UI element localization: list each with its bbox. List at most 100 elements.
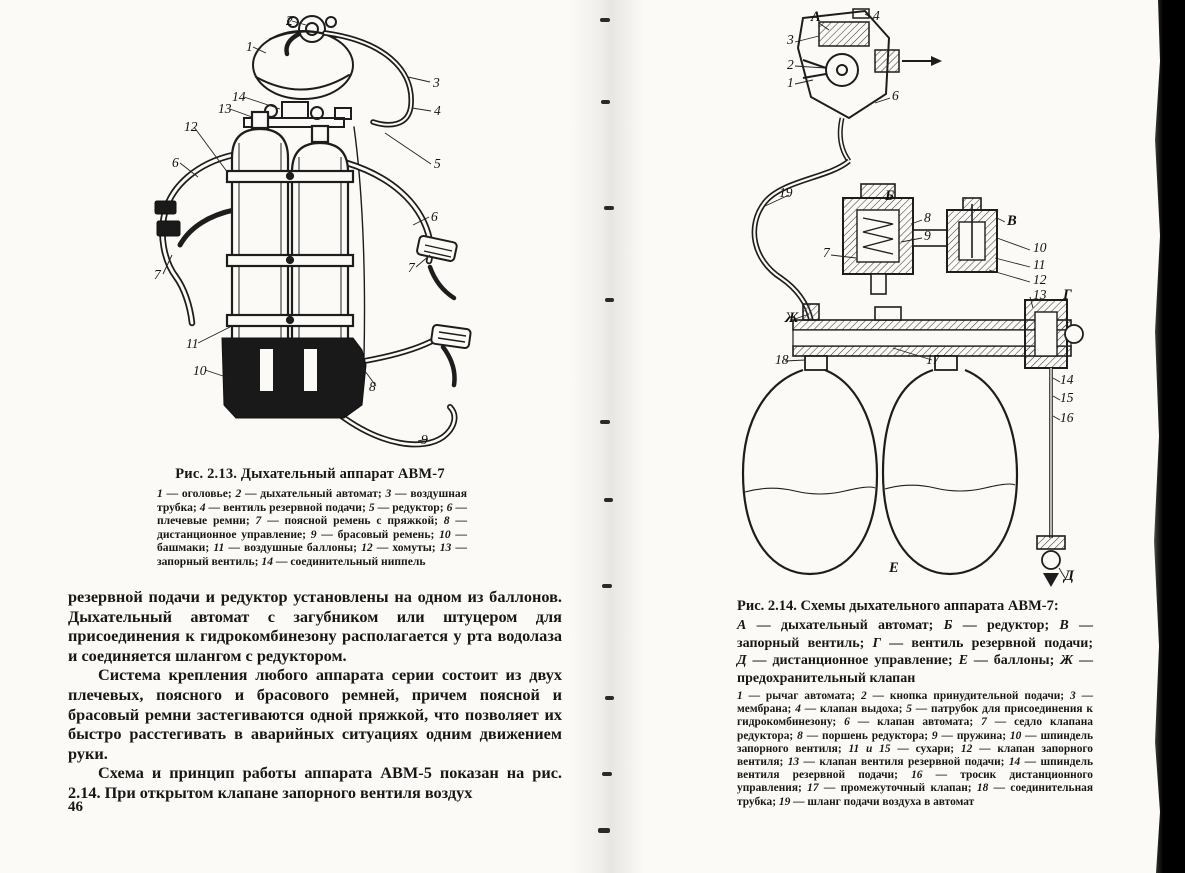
shutoff-valve-block bbox=[912, 197, 998, 273]
figure-callout: 17 bbox=[926, 352, 941, 367]
legend-key: 13 bbox=[439, 541, 452, 555]
figure-callout: 14 bbox=[1060, 372, 1074, 387]
legend-key: 12 bbox=[960, 742, 973, 755]
figure-callout: 15 bbox=[1060, 390, 1074, 405]
legend-key: 12 bbox=[361, 541, 373, 555]
figure-callout: 1 bbox=[246, 39, 253, 54]
legend-key: 4 bbox=[199, 500, 206, 514]
figure-callout: 6 bbox=[431, 209, 438, 224]
legend-key: 13 bbox=[787, 756, 800, 769]
figure-callout: 12 bbox=[184, 119, 198, 134]
figure-callout: 9 bbox=[924, 228, 931, 243]
legend-key: Е bbox=[958, 653, 968, 668]
figure-2-14-letter-legend: А — дыхательный автомат; Б — редуктор; В… bbox=[737, 618, 1094, 686]
legend-key: 11 и 15 bbox=[848, 742, 891, 755]
figure-callout: 13 bbox=[1033, 287, 1047, 302]
page-number: 46 bbox=[68, 799, 83, 815]
gutter-mark bbox=[604, 206, 614, 210]
legend-key: 9 bbox=[310, 527, 317, 541]
legend-key: 2 bbox=[861, 690, 867, 702]
figure-callout: 7 bbox=[823, 245, 831, 260]
legend-key: 10 bbox=[1009, 729, 1022, 742]
legend-key: Б bbox=[943, 618, 953, 633]
figure-callout: 3 bbox=[786, 32, 794, 47]
legend-key: 10 bbox=[439, 527, 451, 541]
gutter-mark bbox=[605, 298, 614, 302]
legend-key: Г bbox=[872, 635, 881, 651]
figure-callout: 16 bbox=[1060, 410, 1074, 425]
legend-key: 17 bbox=[807, 782, 819, 795]
figure-callout: 14 bbox=[232, 89, 246, 104]
figure-callout: 10 bbox=[1033, 240, 1047, 255]
figure-callouts: 2 1 3 14 4 13 12 6 5 6 7 7 11 10 8 9 bbox=[154, 13, 441, 447]
scan-edge-strip bbox=[1154, 0, 1185, 873]
figure-callout: 4 bbox=[434, 103, 441, 118]
legend-key: 4 bbox=[795, 703, 801, 716]
figure-callout: 10 bbox=[193, 363, 207, 378]
callout-leader-lines bbox=[162, 20, 432, 442]
legend-key: 8 bbox=[797, 729, 803, 742]
legend-key: 6 bbox=[844, 716, 850, 729]
figure-callouts: А 4 3 2 1 6 19 Б 8 9 В 7 10 11 12 13 Г Ж… bbox=[775, 8, 1075, 584]
legend-key: 14 bbox=[1008, 756, 1021, 769]
figure-2-14-caption: Рис. 2.14. Схемы дыхательного аппарата А… bbox=[737, 598, 1059, 614]
figure-callout: 8 bbox=[369, 379, 376, 394]
strap-buckles bbox=[154, 200, 472, 350]
legend-key: 3 bbox=[1070, 690, 1076, 702]
figure-callout: 5 bbox=[434, 156, 441, 171]
legend-key: 5 bbox=[368, 500, 375, 514]
legend-key: 6 bbox=[446, 500, 453, 514]
figure-callout: Д bbox=[1062, 568, 1075, 584]
breathing-automat-section bbox=[751, 8, 942, 321]
figure-callout: 1 bbox=[787, 75, 794, 90]
callout-leader-lines bbox=[764, 13, 1066, 579]
balloons bbox=[741, 355, 1019, 576]
legend-key: 16 bbox=[911, 769, 923, 782]
legend-key: 18 bbox=[976, 782, 989, 795]
backplate-boots bbox=[221, 337, 367, 419]
figure-callout: В bbox=[1006, 213, 1017, 229]
figure-2-13-legend: 1 — оголовье; 2 — дыхательный автомат; 3… bbox=[157, 487, 468, 568]
legend-key: 7 bbox=[981, 716, 987, 729]
figure-callout: 7 bbox=[408, 260, 416, 275]
gutter-mark bbox=[600, 420, 610, 424]
figure-callout: 9 bbox=[421, 432, 428, 447]
figure-2-14-drawing: А 4 3 2 1 6 19 Б 8 9 В 7 10 11 12 13 Г Ж… bbox=[741, 8, 1084, 587]
figure-callout: 11 bbox=[1033, 257, 1046, 272]
figure-callout: 7 bbox=[154, 267, 162, 282]
figure-2-14-number-legend: 1 — рычаг автомата; 2 — кнопка принудите… bbox=[737, 690, 1094, 808]
legend-key: Д bbox=[737, 653, 747, 668]
figure-callout: 3 bbox=[432, 75, 440, 90]
figure-callout: 2 bbox=[286, 13, 293, 28]
legend-key: 9 bbox=[931, 729, 938, 742]
paragraph: резервной подачи и редуктор установлены … bbox=[68, 587, 562, 665]
legend-key: 7 bbox=[255, 514, 262, 528]
figure-callout: Ж bbox=[784, 310, 799, 326]
remote-control-assembly bbox=[1036, 368, 1066, 587]
figure-callout: Г bbox=[1062, 287, 1072, 303]
figure-callout: 11 bbox=[186, 336, 199, 351]
gutter-mark bbox=[602, 584, 612, 588]
legend-key: 3 bbox=[385, 487, 392, 500]
figure-callout: 2 bbox=[787, 57, 794, 72]
legend-key: 1 bbox=[157, 487, 163, 500]
figure-callout: 19 bbox=[779, 185, 793, 200]
figure-callout: 13 bbox=[218, 101, 232, 116]
legend-key: 19 bbox=[778, 795, 791, 808]
legend-key: 14 bbox=[261, 554, 273, 568]
gutter-mark bbox=[598, 828, 610, 833]
figure-callout: 6 bbox=[172, 155, 179, 170]
binding-gutter-shade bbox=[570, 0, 644, 873]
figure-callout: Е bbox=[888, 560, 899, 576]
figure-callout: Б bbox=[884, 188, 894, 204]
legend-key: 8 bbox=[443, 514, 450, 528]
reserve-valve-block bbox=[1024, 299, 1084, 369]
gutter-mark bbox=[600, 18, 610, 22]
legend-key: 5 bbox=[906, 703, 912, 716]
figure-callout: А bbox=[810, 9, 821, 25]
figure-callout: 8 bbox=[924, 210, 931, 225]
figure-callout: 4 bbox=[873, 8, 880, 23]
paragraph: Система крепления любого аппарата серии … bbox=[68, 665, 562, 763]
reducer-block bbox=[842, 183, 914, 295]
